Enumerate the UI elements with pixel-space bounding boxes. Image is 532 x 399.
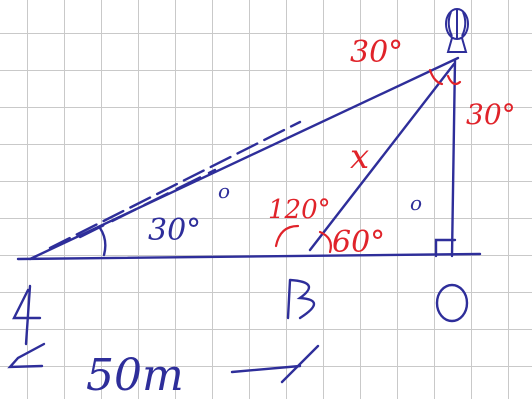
scale-right-bracket (280, 344, 320, 384)
segment-label-x: x (350, 137, 369, 177)
balloon-icon (445, 8, 469, 53)
dashed-hypotenuse-2 (78, 168, 217, 239)
angle-arc-a (98, 226, 107, 257)
scale-line (230, 364, 302, 374)
line-of-sight-b (308, 62, 456, 252)
angle-arc-top-left (428, 68, 444, 86)
letter-a-glyph (12, 284, 42, 346)
ground-line (16, 252, 482, 261)
angle-label-a: 30° (148, 213, 201, 248)
right-angle-mark (434, 238, 457, 258)
angle-arc-b-outer (274, 224, 300, 248)
angle-arc-b-inner (318, 230, 332, 254)
vertical-height-line (450, 58, 457, 258)
degree-mark-1: o (218, 179, 230, 203)
angle-arc-top-right (446, 74, 462, 86)
angle-label-top-right: 30° (466, 98, 516, 131)
dashed-hypotenuse-1 (48, 120, 302, 250)
angle-label-top-left: 30° (350, 35, 403, 70)
letter-b-glyph (286, 278, 316, 320)
angle-label-b-outer: 120° (268, 195, 331, 225)
letter-o-glyph (435, 283, 469, 323)
angle-label-b-inner: 60° (332, 225, 385, 260)
degree-mark-2: o (410, 191, 422, 215)
distance-label: 50m (86, 350, 184, 399)
scale-left-bracket (7, 342, 46, 369)
